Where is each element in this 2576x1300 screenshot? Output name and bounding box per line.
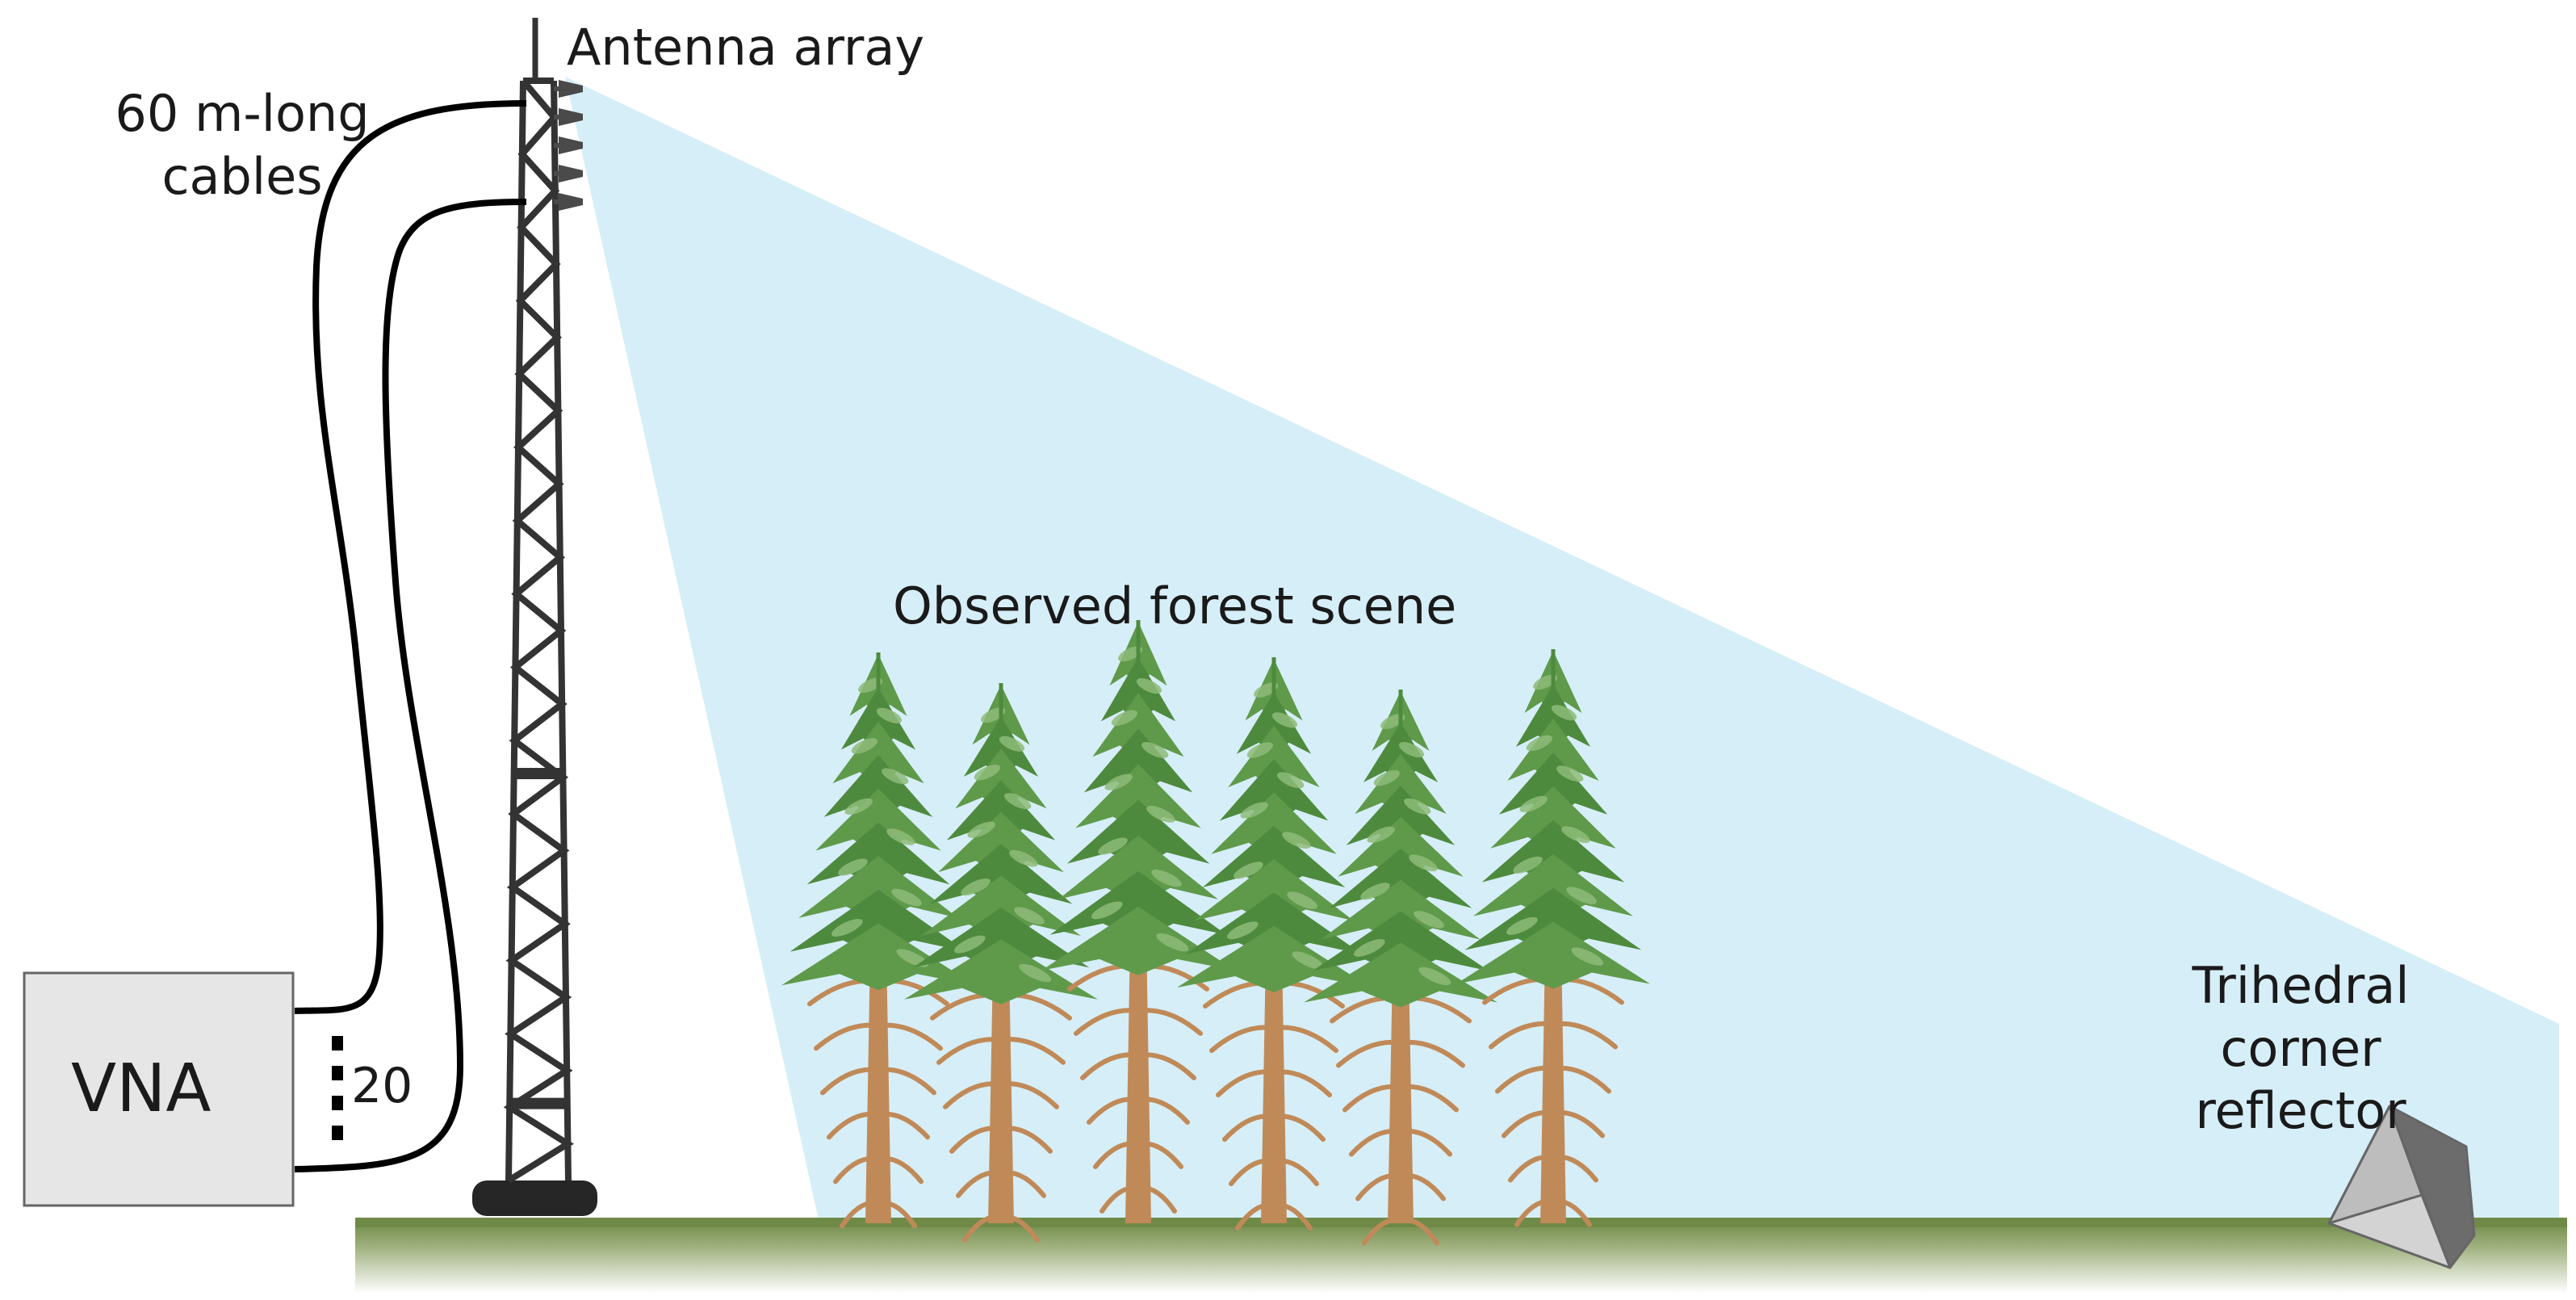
reflector-label-line1: Trihedral xyxy=(2192,956,2410,1015)
tree-icon xyxy=(904,683,1098,1243)
reflector-label-line2: corner xyxy=(2220,1018,2381,1078)
tree-icon xyxy=(1456,649,1650,1227)
ground xyxy=(355,1221,2567,1294)
tree-icon xyxy=(1304,690,1497,1246)
tree-icon xyxy=(1041,620,1235,1223)
corner-reflector-icon xyxy=(2327,1105,2476,1269)
reflector-label-line3: reflector xyxy=(2195,1081,2406,1140)
tower-icon xyxy=(472,18,597,1216)
cables-label-line1: 60 m-long xyxy=(115,84,370,143)
cables-label-line2: cables xyxy=(161,146,323,206)
tree-icon xyxy=(1177,657,1371,1231)
tree-icon xyxy=(781,652,975,1229)
forest-label: Observed forest scene xyxy=(893,577,1457,635)
reflector-label: Trihedral corner reflector xyxy=(2131,954,2470,1143)
port-dots xyxy=(332,1036,343,1140)
vna-label: VNA xyxy=(71,1050,212,1127)
forest xyxy=(781,620,1650,1246)
port-count-label: 20 xyxy=(351,1058,413,1114)
antenna-array-label: Antenna array xyxy=(567,18,925,77)
cables xyxy=(294,100,527,1172)
vna-box xyxy=(23,971,295,1207)
antenna-array-icon xyxy=(554,80,583,211)
cables-label: 60 m-long cables xyxy=(113,82,371,208)
radar-beam xyxy=(565,77,2559,1223)
